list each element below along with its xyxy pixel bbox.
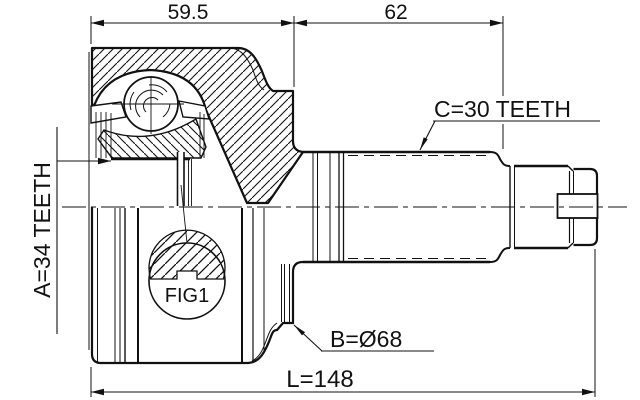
housing-section	[88, 46, 305, 350]
label-inner-spline: A=34 TEETH	[29, 127, 111, 334]
cotter-slot	[556, 193, 599, 219]
arrow-right	[582, 388, 595, 396]
fig1-detail-circle: FIG1	[148, 184, 226, 320]
label-c-teeth: C=30 TEETH	[434, 96, 571, 122]
cage-section-right	[178, 100, 210, 120]
chamfer-top	[567, 165, 574, 172]
arrow-left	[91, 388, 104, 396]
fig1-label: FIG1	[165, 285, 209, 307]
label-boot-diameter: B=Ø68	[293, 324, 434, 352]
dimension-spline-width: 62	[294, 1, 504, 149]
cage-section-left	[90, 101, 127, 124]
boot-groove-lines	[97, 208, 265, 363]
arrow-right	[281, 19, 294, 27]
leader-arrow	[420, 137, 428, 150]
keyway-slot	[177, 152, 184, 206]
spline-step-bottom	[489, 247, 511, 263]
mouth-rings	[95, 112, 205, 158]
leader-arrow	[98, 157, 111, 165]
rim-inner-line-bottom	[251, 322, 278, 362]
spline-step-top	[489, 151, 511, 167]
arrow-left	[91, 19, 104, 27]
dimension-housing-width: 59.5	[90, 1, 295, 87]
outer-race-wall	[90, 46, 305, 205]
rim-rings	[281, 264, 290, 322]
dim-length-label: L=148	[286, 366, 353, 393]
arrow-right	[490, 19, 503, 27]
rim-inner-line-top	[230, 47, 265, 91]
dim-59-5-label: 59.5	[168, 1, 209, 24]
ball-bearing	[112, 76, 184, 134]
fig1-tooth-profile	[148, 229, 226, 280]
label-outer-spline: C=30 TEETH	[419, 96, 600, 151]
dim-62-label: 62	[384, 1, 407, 24]
housing-bottom-profile	[90, 207, 304, 365]
arrow-left	[294, 19, 307, 27]
label-b-diameter: B=Ø68	[330, 326, 402, 352]
label-a-teeth: A=34 TEETH	[29, 162, 55, 298]
housing-external-view	[90, 207, 304, 365]
dimension-overall-length: L=148	[90, 249, 596, 397]
ball-arcs	[129, 84, 171, 118]
chamfer-bottom	[567, 242, 574, 249]
leader-arrow	[294, 325, 306, 336]
